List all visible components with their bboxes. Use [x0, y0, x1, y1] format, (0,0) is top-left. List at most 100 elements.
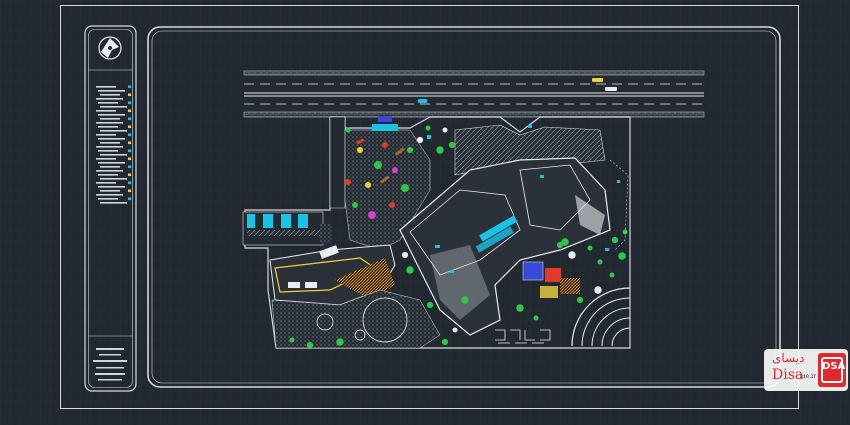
- legend-swatch: [128, 85, 131, 89]
- tree: [597, 259, 603, 265]
- car-cyan: [418, 99, 427, 103]
- site-plan: [242, 70, 705, 349]
- legend-text-line: [96, 110, 116, 112]
- legend-text-line: [100, 94, 120, 96]
- legend-swatch: [128, 141, 131, 145]
- legend-text-line: [98, 90, 125, 92]
- tree: [516, 304, 524, 312]
- title-block-notes: [93, 348, 127, 381]
- trees: [289, 125, 628, 349]
- legend-text-line: [96, 182, 116, 184]
- highway: [243, 70, 705, 118]
- legend-swatch: [128, 133, 131, 137]
- tree: [594, 286, 602, 294]
- legend-swatch: [128, 149, 131, 153]
- legend-swatch: [128, 197, 131, 201]
- entrance-canopy: [372, 124, 398, 131]
- legend-text-line: [98, 150, 118, 152]
- legend-text-line: [100, 154, 127, 156]
- legend-text-line: [98, 162, 125, 164]
- legend-text-line: [100, 130, 127, 132]
- tree: [401, 251, 409, 259]
- tree: [576, 296, 584, 304]
- sheet-border-outer: [60, 5, 799, 409]
- tree: [441, 338, 449, 346]
- paving-pattern: [495, 329, 551, 344]
- tree: [436, 146, 444, 154]
- legend-text-line: [98, 186, 125, 188]
- legend-text-line: [100, 202, 127, 204]
- plaza-plantings: [345, 138, 413, 219]
- sports-courts: [522, 261, 580, 298]
- legend-text-line: [100, 106, 127, 108]
- legend-swatch: [128, 101, 131, 105]
- legend-text-line: [96, 134, 116, 136]
- sheet-border-inner: [147, 26, 781, 388]
- legend-text-line: [96, 194, 123, 196]
- car-yellow: [592, 78, 603, 82]
- tree: [622, 229, 628, 235]
- tree: [306, 341, 314, 349]
- tree: [336, 338, 344, 346]
- legend-text-line: [96, 158, 116, 160]
- tree: [416, 136, 424, 144]
- brand-logo-letters: DSA: [822, 361, 846, 372]
- legend-swatch: [128, 181, 131, 185]
- legend-text-line: [96, 98, 123, 100]
- tree: [345, 127, 351, 133]
- tree: [442, 127, 448, 133]
- legend-swatch: [128, 117, 131, 121]
- tree: [448, 141, 456, 149]
- amphitheatre-steps: [335, 258, 395, 300]
- tree: [611, 236, 619, 244]
- central-plaza: [344, 129, 431, 251]
- legend-swatch: [128, 189, 131, 193]
- legend-text-line: [100, 118, 120, 120]
- sheet-border-inner-2: [151, 30, 777, 384]
- legend-text-line: [100, 190, 120, 192]
- tree: [452, 327, 458, 333]
- tree: [289, 337, 295, 343]
- tree: [556, 241, 564, 249]
- legend-swatch: [128, 93, 131, 97]
- legend-swatch: [128, 165, 131, 169]
- legend-text-line: [100, 142, 120, 144]
- tree: [618, 252, 626, 260]
- legend-text-line: [98, 174, 118, 176]
- ramps: [475, 215, 518, 253]
- round-plaza: [362, 297, 408, 343]
- brand-watermark: ديساى Disa me.ir DSA: [764, 349, 848, 391]
- legend-swatch: [128, 157, 131, 161]
- legend-swatch: [128, 173, 131, 177]
- legend-swatch: [128, 125, 131, 129]
- markers: [427, 125, 620, 273]
- legend-text-line: [98, 198, 118, 200]
- parking-left: [242, 211, 332, 246]
- legend-text-line: [96, 122, 123, 124]
- brand-suffix-text: me.ir: [800, 373, 816, 380]
- tree: [406, 266, 414, 274]
- north-arrow-icon: [98, 36, 122, 60]
- lower-grounds: [271, 289, 441, 349]
- legend-swatch: [128, 109, 131, 113]
- legend-list: [96, 85, 131, 204]
- legend-text-line: [98, 126, 118, 128]
- legend-text-line: [98, 102, 118, 104]
- tree: [461, 296, 469, 304]
- tree: [609, 272, 615, 278]
- tree: [425, 125, 431, 131]
- legend-text-line: [96, 170, 123, 172]
- main-building: [399, 157, 611, 336]
- brand-script-text: ديساى: [772, 351, 805, 365]
- legend-text-line: [100, 166, 120, 168]
- arc-feature: [571, 287, 631, 347]
- brand-logo-icon: [764, 349, 848, 391]
- tree: [533, 315, 539, 321]
- legend-text-line: [96, 146, 123, 148]
- tree: [568, 251, 576, 259]
- legend-text-line: [98, 138, 125, 140]
- tree: [587, 245, 593, 251]
- title-block: [84, 25, 137, 392]
- legend-text-line: [96, 86, 116, 88]
